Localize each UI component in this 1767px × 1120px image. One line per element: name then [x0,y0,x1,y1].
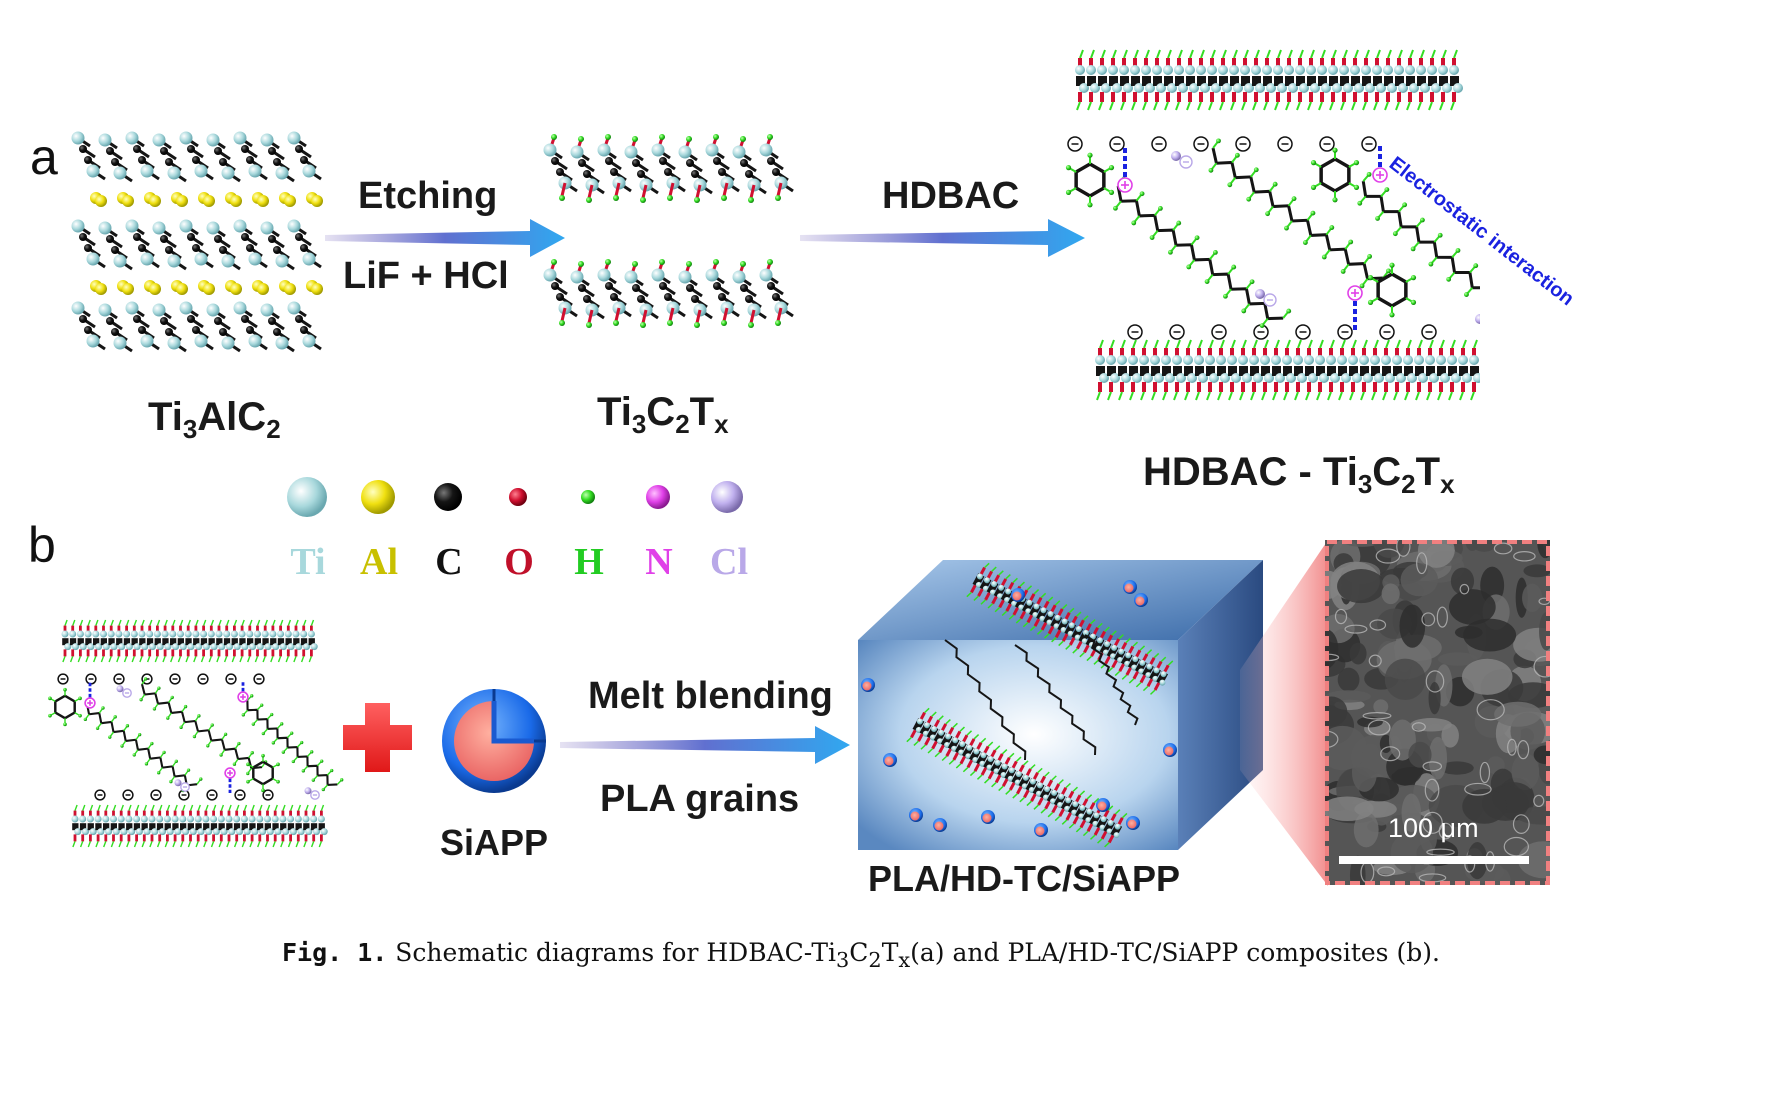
hdbac-chain-3 [1357,171,1480,297]
electrostatic-label-container: Electrostatic interaction [1385,153,1578,310]
small-cl-1 [116,685,132,698]
legend-ti-sphere [287,477,327,517]
hdbac-sheet-top [1075,49,1463,111]
small-ring-2 [246,753,280,793]
plus-icon [343,703,412,772]
legend-cl-sphere [711,481,743,513]
scale-bar-label: 100 μm [1388,813,1479,843]
legend-label-c: C [435,541,463,583]
ti3alc2-al-row-2 [90,280,323,295]
benzyl-ring-3 [1367,262,1417,318]
small-sheet-bottom [71,804,328,848]
benzyl-ring-2 [1310,147,1360,203]
composite-cube [858,560,1263,850]
etching-arrow [325,219,565,257]
hdbac-ti3c2tx-label: HDBAC - Ti3C2Tx [1143,450,1455,499]
legend-c-sphere [434,483,462,511]
hdbac-ti3c2tx-structure [1065,49,1480,401]
ti3c2tx-label: Ti3C2Tx [597,390,729,439]
small-ion-2 [224,767,236,793]
atom-legend-labels: Ti Al C O H N Cl [278,540,768,590]
siapp-particle-icon [442,689,546,793]
surface-charges-top [1067,136,1377,152]
small-chain-2 [139,677,268,776]
hdbac-arrow [800,219,1085,257]
chloride-ion-1 [1171,151,1193,169]
benzyl-ring-1 [1065,152,1115,208]
melt-blending-arrow [560,726,850,764]
ti3alc2-slab-top [71,131,322,183]
small-chain-1 [83,697,203,793]
ti3c2tx-structure [543,134,794,328]
legend-h-sphere [581,490,595,504]
ti3alc2-slab-middle [71,219,322,271]
ammonium-ion-2 [1372,145,1388,183]
small-cl-3 [304,787,320,800]
panel-a-letter: a [30,129,58,185]
small-charges-bottom [94,789,274,801]
chloride-ion-3 [1475,314,1480,324]
magnification-beam [1240,540,1328,886]
legend-label-h: H [574,541,604,583]
etching-label: Etching [358,175,498,217]
figure-caption: Fig. 1. Schematic diagrams for HDBAC-Ti3… [282,938,1440,972]
figure-number: Fig. 1. [282,938,388,967]
hdbac-step-label: HDBAC [882,175,1020,217]
chloride-ion-2 [1255,289,1277,307]
legend-label-al: Al [360,541,398,583]
ammonium-ion-3 [1347,285,1363,330]
ti3c2tx-sheet-bottom [543,259,794,328]
composite-label: PLA/HD-TC/SiAPP [868,858,1181,899]
legend-label-o: O [504,541,534,583]
hdbac-sheet-bottom [1095,339,1480,401]
small-chain-3 [241,694,344,792]
legend-al-sphere [361,480,395,514]
legend-label-cl: Cl [710,541,748,583]
ti3alc2-label: Ti3AlC2 [148,395,281,444]
hdbac-ti3c2tx-small [48,619,344,848]
small-ion-3 [237,682,249,703]
surface-charges-bottom [1127,324,1437,340]
melt-blending-label: Melt blending [588,675,833,717]
small-charges-top [57,673,265,685]
legend-o-sphere [509,488,527,506]
small-ion-1 [84,682,96,709]
small-ring-1 [48,687,82,727]
atom-legend-spheres [287,477,743,517]
sem-micrograph [1325,540,1550,885]
small-cl-2 [174,779,190,792]
electrostatic-interaction-label: Electrostatic interaction [1385,153,1578,310]
pla-grains-label: PLA grains [600,778,800,820]
hdbac-chain-1 [1113,176,1292,328]
panel-b-letter: b [28,517,56,573]
legend-label-ti: Ti [290,541,326,583]
ti3alc2-al-row-1 [90,192,323,207]
siapp-label: SiAPP [440,822,549,863]
reagent-label: LiF + HCl [343,255,509,297]
legend-n-sphere [646,485,670,509]
ti3alc2-structure [71,131,323,353]
ti3c2tx-sheet-top [543,134,794,203]
legend-label-n: N [645,541,673,583]
hdbac-chain-2 [1208,138,1391,289]
ti3alc2-slab-bottom [71,301,322,353]
small-sheet-top [61,619,318,663]
scale-bar [1339,856,1529,864]
ammonium-ion-1 [1117,145,1133,193]
